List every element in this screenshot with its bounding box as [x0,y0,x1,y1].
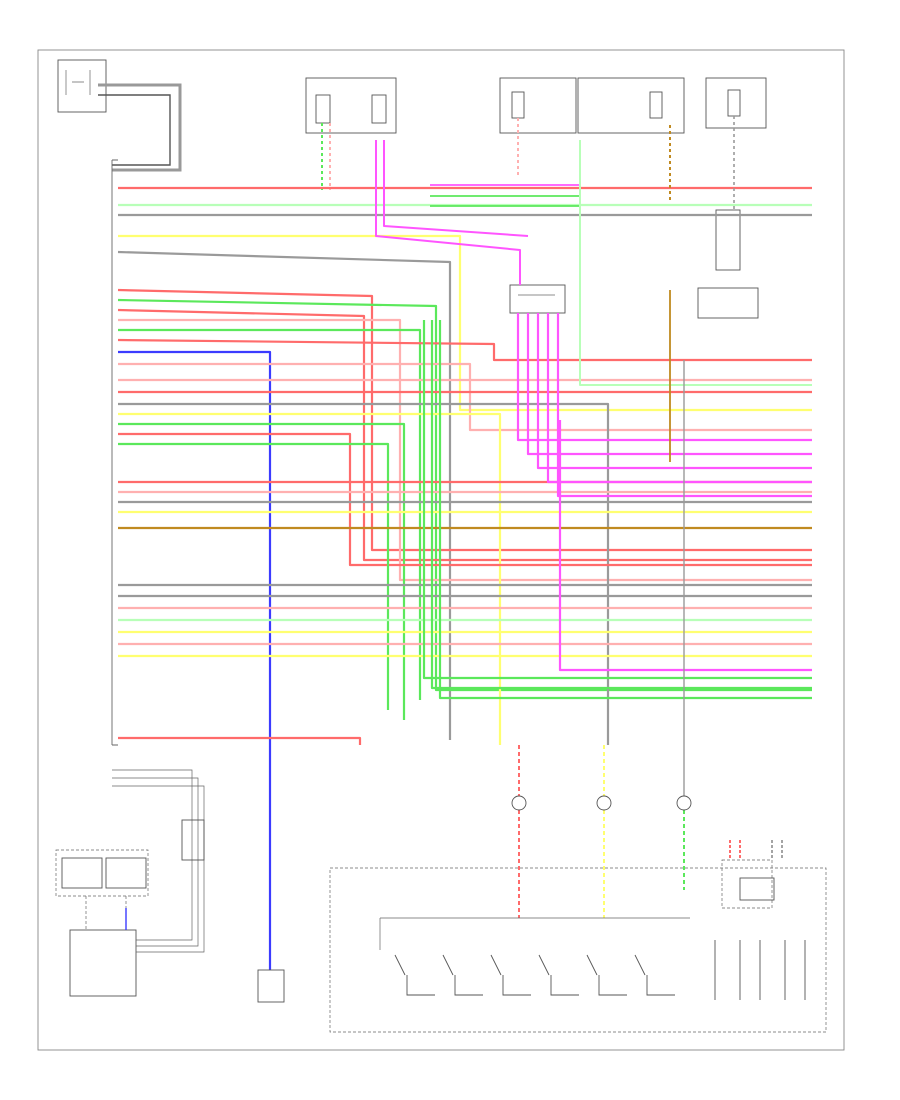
unit-right-middle [697,209,759,319]
top-left-switch [57,59,182,172]
ground-block [257,969,285,1003]
magenta-wire-1 [526,313,812,456]
steering-switch-2 [490,954,531,996]
left-bottom-units [55,769,205,997]
fuse-block-3 [577,77,685,134]
magenta-wire-2 [536,313,812,470]
wire-16 [118,412,502,745]
magenta-feed-1 [375,140,521,285]
fuse-block-4 [705,77,767,129]
wire-32 [118,736,362,745]
wire-19 [118,442,390,710]
green-riser-1 [430,320,812,690]
magenta-wire-low [558,420,812,672]
wire-17 [118,422,406,720]
wire-harness [117,116,812,1000]
green-riser-2 [438,320,812,700]
round-connectors [511,795,692,811]
wire-7 [117,308,812,562]
wire-3 [118,234,812,412]
connector-block [181,819,205,861]
magenta-wire-0 [516,313,812,442]
wire-9 [118,328,422,700]
small-red-pair [729,840,741,860]
audio-unit-edge [111,159,118,746]
wire-18 [118,432,812,567]
small-gray-pair [771,840,783,860]
wire-6 [117,298,812,692]
steering-switch-assembly [329,859,827,1033]
relay-center [509,284,566,314]
fuse-block-2 [499,77,577,134]
light-green-top [579,140,812,386]
wire-10 [117,338,812,362]
magenta-feed-2 [383,140,529,237]
wire-12 [118,362,812,432]
steering-switch-4 [586,954,627,996]
magenta-wire-4 [556,313,812,498]
steering-switch-3 [538,954,579,996]
steering-switch-0 [394,954,435,996]
magenta-wire-3 [546,313,812,484]
wire-8 [118,318,812,582]
steering-switch-5 [634,954,675,996]
fuse-block-1 [305,77,397,134]
diagram-frame [37,49,845,1051]
green-riser-0 [422,320,812,680]
steering-switch-1 [442,954,483,996]
wire-11 [118,350,272,970]
steering-switches [394,954,675,996]
